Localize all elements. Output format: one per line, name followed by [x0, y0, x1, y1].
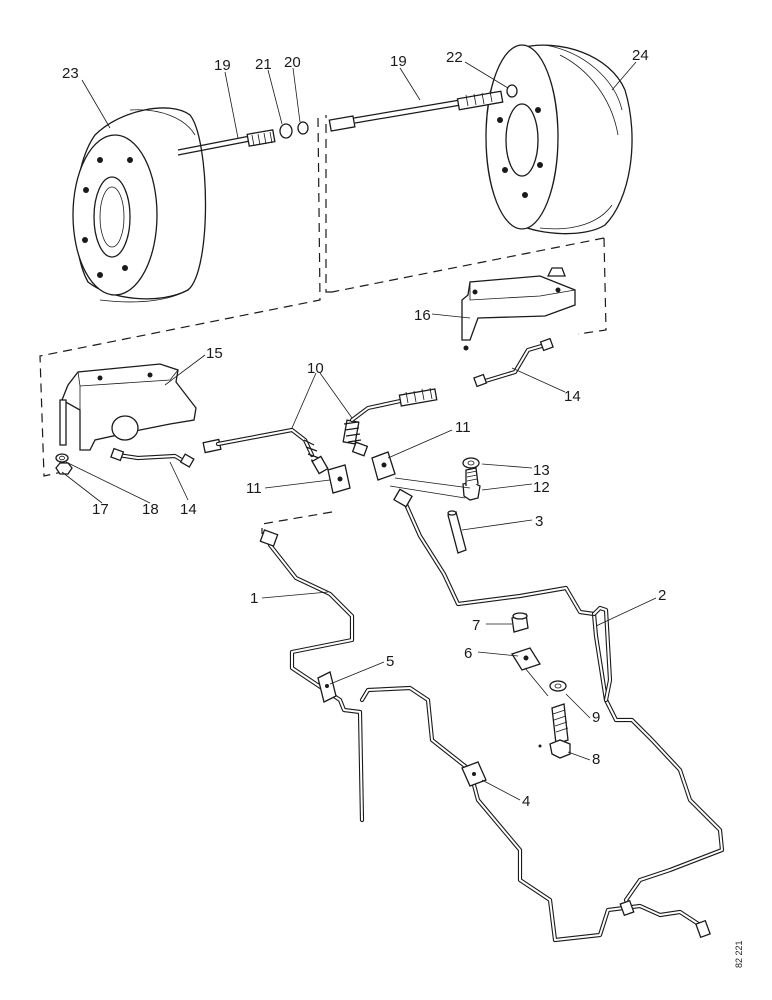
hose-clips-11: [327, 451, 396, 494]
callout-23: 23: [62, 65, 79, 82]
brake-pipe-1: [259, 529, 703, 943]
callout-14-left: 14: [180, 501, 197, 518]
callout-11-right: 11: [455, 419, 471, 436]
assembly-dashed-outline: [39, 115, 607, 534]
callout-labels: 23 19 21 20 19 22 24 16 15 10 14 11 13 1…: [62, 47, 666, 810]
callout-12: 12: [533, 479, 550, 496]
bracket-16: [461, 267, 576, 351]
callout-8: 8: [592, 751, 600, 768]
callout-24: 24: [632, 47, 649, 64]
axle-shafts: [177, 84, 518, 156]
callout-13: 13: [533, 462, 550, 479]
callout-10: 10: [307, 360, 324, 377]
callout-20: 20: [284, 54, 301, 71]
callout-21: 21: [255, 56, 272, 73]
callout-7: 7: [472, 617, 480, 634]
callout-11-left: 11: [246, 480, 262, 497]
pipe-clips: [317, 612, 571, 787]
brake-drum-right: [485, 44, 633, 235]
callout-4: 4: [522, 793, 530, 810]
callout-22: 22: [446, 49, 463, 66]
nut-and-washer: [55, 453, 73, 475]
leader-lines: [61, 61, 657, 801]
pin-3: [447, 510, 467, 554]
callout-1: 1: [250, 590, 258, 607]
callout-19-left: 19: [214, 57, 231, 74]
callout-14-right: 14: [564, 388, 581, 405]
brake-drum-left: [72, 107, 207, 303]
callout-2: 2: [658, 587, 666, 604]
brake-pipe-14: [110, 337, 554, 468]
flexible-hoses: [202, 387, 438, 475]
callout-18: 18: [142, 501, 159, 518]
callout-9: 9: [592, 709, 600, 726]
callout-16: 16: [414, 307, 431, 324]
callout-17: 17: [92, 501, 109, 518]
reference-code: 82 221: [734, 940, 744, 968]
brake-pipe-2: [393, 488, 725, 939]
callout-3: 3: [535, 513, 543, 530]
callout-5: 5: [386, 653, 394, 670]
callout-19-right: 19: [390, 53, 407, 70]
bracket-15: [59, 363, 197, 451]
callout-15: 15: [206, 345, 223, 362]
callout-6: 6: [464, 645, 472, 662]
bolt-and-washer: [389, 457, 481, 501]
